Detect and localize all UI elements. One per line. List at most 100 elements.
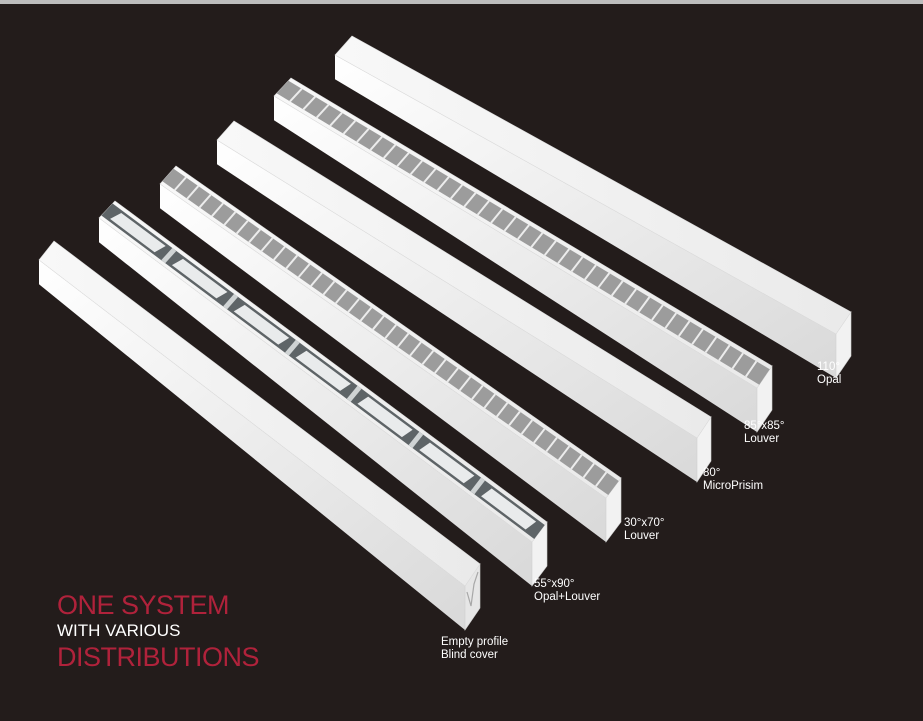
label-opal: 110° Opal	[817, 361, 841, 387]
louver-blade	[198, 194, 212, 209]
louver-blade	[517, 224, 530, 240]
louver-blade	[543, 240, 557, 256]
louver-blade	[691, 328, 704, 345]
louver-blade	[463, 192, 477, 208]
profile-bar-6	[334, 35, 852, 379]
profile-side-face	[274, 96, 757, 432]
louver-blade	[322, 280, 336, 296]
opal-panel	[295, 350, 351, 391]
louver-blade	[186, 185, 200, 200]
label-microprism-line1: 80°	[703, 467, 721, 479]
louver-blade	[582, 463, 595, 479]
louver-blade	[557, 248, 570, 264]
louver-blade	[235, 220, 249, 235]
louver-blade	[597, 272, 611, 289]
label-30x70-louver-line1: 30°x70°	[624, 517, 665, 529]
louver-blade	[384, 324, 397, 339]
louver-blade	[285, 339, 300, 356]
louver-blade	[446, 367, 459, 383]
louver-blade	[285, 254, 299, 270]
profile-side-face	[99, 218, 532, 586]
profile-top-face	[38, 240, 481, 587]
louver-blade	[223, 293, 238, 310]
louver-blade	[248, 228, 261, 243]
profile-side-face	[160, 184, 606, 542]
louver-blade	[570, 454, 583, 470]
opal-panel	[233, 304, 290, 345]
top-border-line	[0, 0, 923, 4]
louver-blade	[637, 296, 651, 313]
louver-blade	[610, 280, 624, 297]
louver-blade	[664, 312, 677, 329]
label-30x70-louver: 30°x70° Louver	[624, 517, 665, 543]
louver-blade	[436, 176, 450, 192]
profile-side-face	[217, 140, 697, 482]
louver-blade	[335, 289, 348, 304]
label-opal-louver-line1: 55°x90°	[534, 578, 575, 590]
louver-blade	[223, 211, 237, 226]
label-opal-louver-line2: Opal+Louver	[534, 591, 601, 603]
louver-blade	[174, 176, 187, 191]
louver-blade	[297, 263, 311, 278]
profile-side-face	[335, 55, 836, 378]
opal-panel	[110, 212, 166, 253]
profile-bar-5	[273, 77, 773, 433]
louver-blade	[718, 344, 731, 361]
louver-blade	[289, 88, 303, 103]
profile-top-face	[334, 35, 852, 335]
profile-bar-1	[38, 240, 481, 631]
louver-blade	[745, 360, 758, 378]
label-85x85-louver-line1: 85°x85°	[744, 420, 785, 432]
label-empty-profile-line2: Blind cover	[441, 649, 498, 661]
louver-blade	[624, 288, 637, 305]
louver-blade	[329, 112, 343, 127]
profile-side-face	[39, 260, 465, 630]
louver-blade	[595, 471, 608, 487]
label-opal-line1: 110°	[817, 361, 840, 373]
louver-blade	[530, 232, 544, 248]
louver-blade	[557, 445, 571, 461]
headline-line3: DISTRIBUTIONS	[57, 642, 260, 672]
louver-blade	[471, 384, 484, 400]
louver-blade	[476, 200, 490, 216]
louver-blade	[423, 168, 437, 183]
louver-blade	[483, 393, 496, 409]
label-empty-profile: Empty profile Blind cover	[441, 636, 508, 662]
louver-blade	[316, 104, 330, 119]
louver-blade	[458, 376, 472, 392]
label-opal-louver: 55°x90° Opal+Louver	[534, 578, 600, 604]
louver-blade	[359, 306, 373, 322]
louver-blade	[408, 431, 424, 449]
louver-blade	[677, 320, 691, 337]
louver-blade	[342, 120, 357, 135]
louver-blade	[731, 352, 744, 370]
label-empty-profile-line1: Empty profile	[441, 636, 509, 648]
louver-blade	[369, 136, 383, 151]
profile-bar-2	[98, 200, 548, 587]
label-30x70-louver-line2: Louver	[624, 530, 660, 542]
louver-blade	[260, 237, 274, 252]
louver-blade	[584, 264, 597, 281]
louver-blade	[409, 160, 423, 175]
profile-cross-section	[466, 571, 479, 607]
profile-top-face	[216, 120, 712, 439]
louver-blade	[346, 385, 362, 402]
louver-blade	[520, 419, 533, 435]
opal-panel	[357, 396, 413, 438]
profile-bar-3	[159, 165, 622, 543]
louver-blade	[421, 350, 435, 365]
louver-blade	[545, 437, 558, 453]
label-85x85-louver: 85°x85° Louver	[744, 420, 785, 446]
label-85x85-louver-line2: Louver	[744, 433, 780, 445]
louver-blade	[704, 336, 718, 353]
louver-blade	[434, 358, 447, 374]
label-microprism: 80° MicroPrisim	[703, 467, 763, 493]
opal-panel	[481, 488, 537, 530]
louver-blade	[347, 298, 360, 313]
louver-blade	[273, 246, 286, 261]
louver-blade	[508, 410, 521, 426]
louver-blade	[533, 428, 546, 444]
louver-blade	[396, 152, 410, 167]
louver-blade	[383, 144, 397, 159]
